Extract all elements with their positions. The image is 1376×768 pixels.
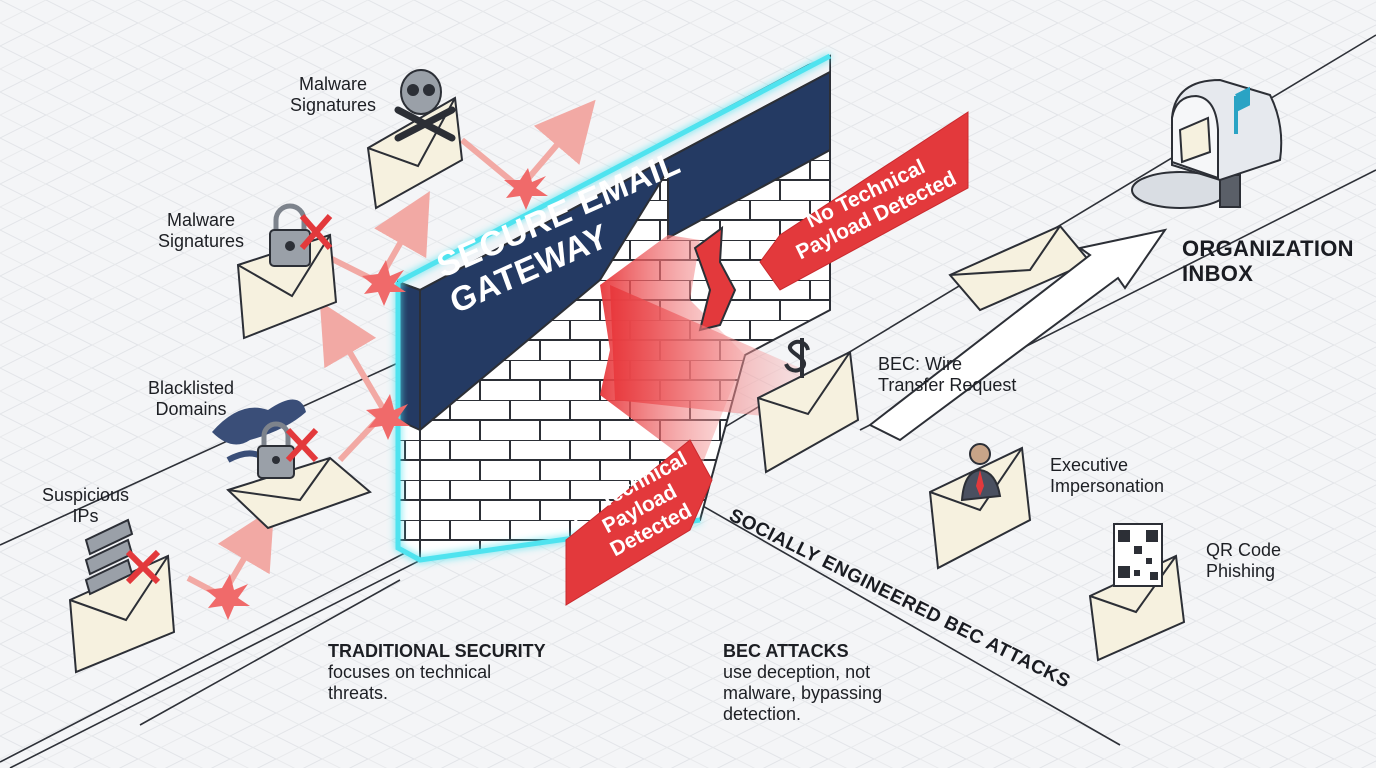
impact-bursts (206, 168, 548, 620)
note-bec-line3: detection. (723, 704, 802, 724)
qr-code-icon (1113, 523, 1163, 587)
envelope-globe (226, 456, 372, 530)
note-traditional: TRADITIONAL SECURITY focuses on technica… (328, 641, 546, 704)
label-bec-qr: QR Code Phishing (1206, 540, 1282, 581)
note-bec-line1: use deception, not (723, 662, 871, 682)
note-bec-line2: malware, bypassing (723, 683, 883, 703)
dollar-sign-icon (784, 338, 810, 378)
note-bec-head: BEC ATTACKS (723, 641, 849, 661)
note-traditional-head: TRADITIONAL SECURITY (328, 641, 546, 661)
label-suspicious-ips: Suspicious IPs (42, 485, 130, 526)
bec-beam (610, 285, 800, 420)
skull-crossbones-icon (394, 69, 456, 142)
label-bec-executive: Executive Impersonation (1050, 455, 1165, 496)
label-malware-lock: Malware Signatures (158, 210, 245, 251)
note-bec: BEC ATTACKS use deception, not malware, … (723, 641, 882, 725)
wall-navy-panel (419, 70, 831, 433)
traditional-envelopes (68, 96, 464, 674)
padlock-icon (269, 203, 333, 267)
payload-tag-right (759, 111, 969, 291)
payload-tag-left (565, 439, 713, 606)
label-bec-wire: BEC: Wire Transfer Request (878, 354, 1017, 395)
label-blacklisted: Blacklisted Domains (148, 378, 235, 419)
note-traditional-line2: threats. (328, 683, 389, 703)
inbox-line1: ORGANIZATION (1182, 236, 1354, 261)
executive-person-icon (960, 443, 1002, 502)
delivery-arrow (868, 228, 1168, 442)
note-traditional-line1: focuses on technical (328, 662, 492, 682)
label-malware-top: Malware Signatures (290, 74, 377, 115)
envelope-skull (366, 96, 464, 210)
globe-lock-icon (212, 399, 319, 479)
organization-inbox-title: ORGANIZATION INBOX (1182, 236, 1354, 286)
inbox-line2: INBOX (1182, 261, 1254, 286)
envelope-wire (756, 350, 860, 474)
mailbox-icon (1131, 78, 1283, 209)
envelope-executive (928, 446, 1032, 570)
server-icon (84, 518, 161, 596)
